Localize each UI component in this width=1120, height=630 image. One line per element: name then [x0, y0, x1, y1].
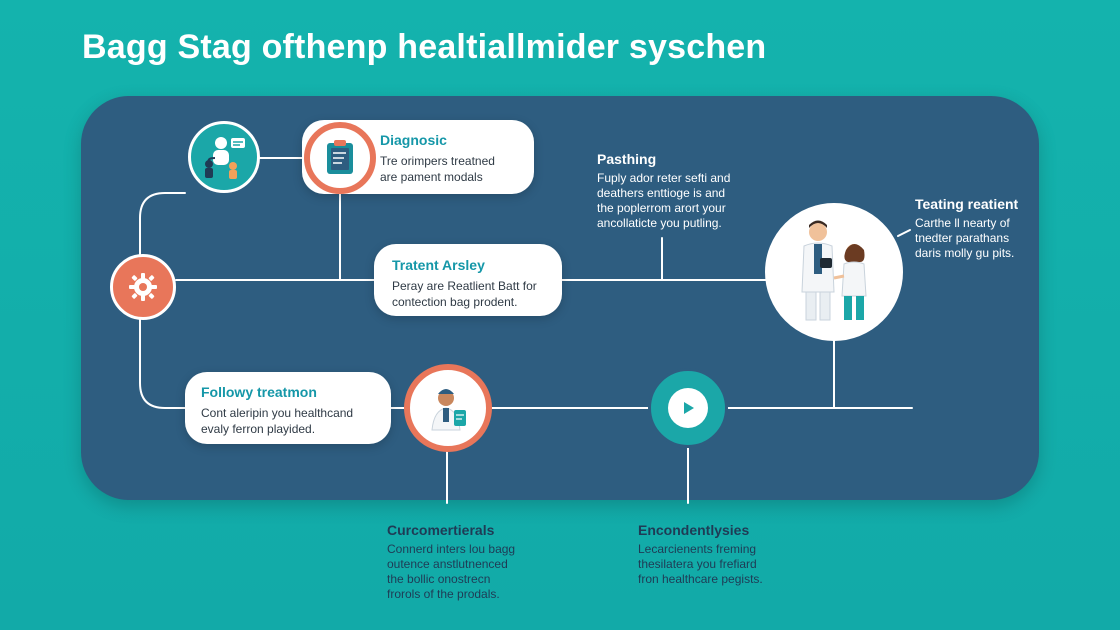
curcom-heading: Curcomertierals [387, 522, 495, 538]
pathing-text: Fuply ador reter sefti and deathers entt… [597, 171, 731, 230]
care-team-icon [205, 137, 245, 179]
doctor-node [404, 364, 492, 452]
page-title: Bagg Stag ofthenp healtiallmider syschen [82, 28, 767, 66]
testing-label: Teating reatient Carthe ll nearty of tne… [915, 196, 1018, 261]
curcom-text: Connerd inters lou bagg outence anstlutn… [387, 542, 516, 601]
treatment-text: Peray are Reatlient Batt for contection … [392, 279, 537, 309]
testing-text: Carthe ll nearty of tnedter parathans da… [915, 216, 1015, 260]
gear-node [110, 254, 176, 320]
encond-heading: Encondentlysies [638, 522, 750, 538]
followup-heading: Followy treatmon [201, 384, 317, 400]
doctor-icon [431, 389, 466, 431]
encond-label: Encondentlysies Lecarcienents freming th… [638, 522, 763, 587]
testing-heading: Teating reatient [915, 196, 1019, 212]
patients-node [765, 203, 903, 341]
play-node[interactable] [648, 368, 728, 448]
care-team-node [188, 121, 260, 193]
testing-pointer-line [897, 229, 911, 237]
pathing-heading: Pasthing [597, 151, 657, 167]
diagnosic-icon-node [304, 122, 376, 194]
clipboard-icon [327, 140, 353, 174]
curcom-label: Curcomertierals Connerd inters lou bagg … [387, 522, 515, 602]
followup-text: Cont aleripin you healthcand evaly ferro… [201, 406, 354, 436]
treatment-card[interactable]: Tratent Arsley Peray are Reatlient Batt … [374, 244, 562, 316]
play-button[interactable] [668, 388, 708, 428]
encond-text: Lecarcienents freming thesilatera you fr… [638, 542, 763, 586]
play-icon [684, 402, 694, 414]
patients-icon [801, 220, 867, 321]
followup-card[interactable]: Followy treatmon Cont aleripin you healt… [185, 372, 391, 444]
diagnosic-text: Tre orimpers treatned are pament modals [380, 154, 495, 184]
treatment-heading: Tratent Arsley [392, 257, 485, 273]
gear-icon [129, 273, 157, 301]
diagnosic-heading: Diagnosic [380, 132, 447, 148]
pathing-label: Pasthing Fuply ador reter sefti and deat… [597, 151, 730, 231]
